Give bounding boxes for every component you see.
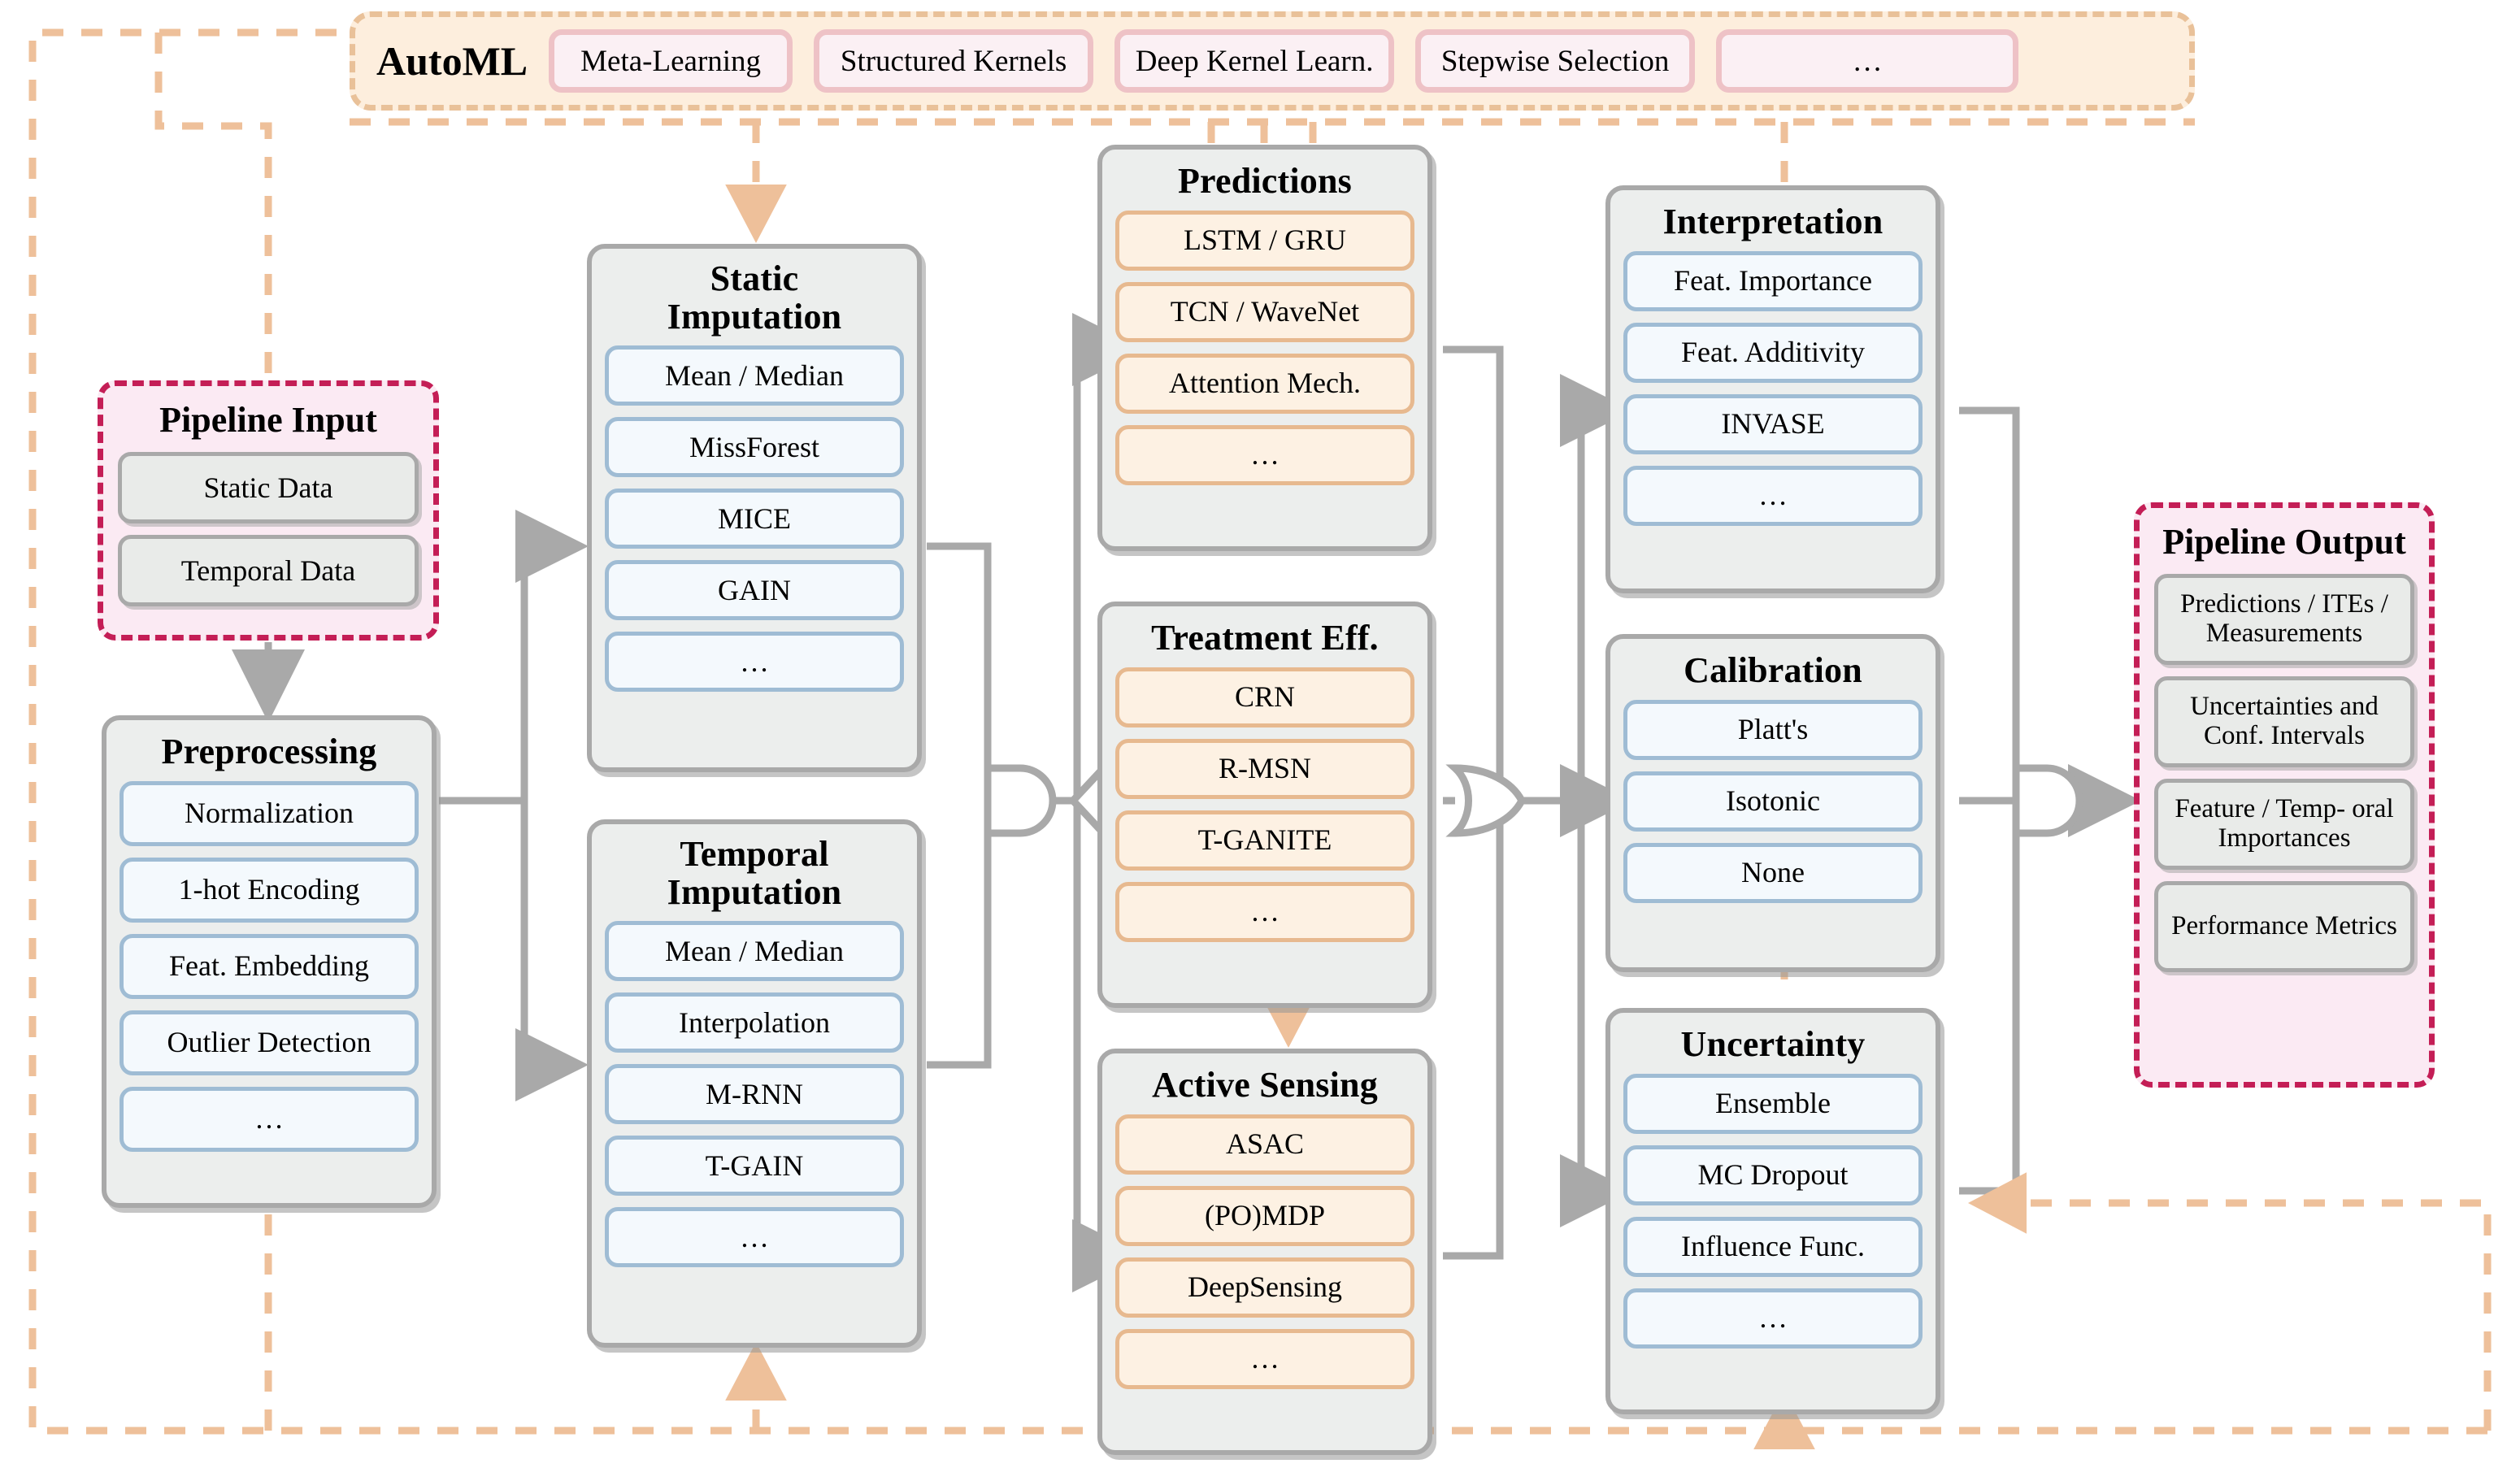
pipeline-output-item-predictions-ites[interactable]: Predictions / ITEs / Measurements xyxy=(2154,574,2414,665)
active-sensing-item-po-mdp[interactable]: (PO)MDP xyxy=(1115,1185,1414,1246)
interpretation-item-invase[interactable]: INVASE xyxy=(1623,393,1923,454)
interpretation-item-more[interactable]: … xyxy=(1623,465,1923,526)
temporal-imputation-item-m-rnn[interactable]: M-RNN xyxy=(605,1064,904,1125)
static-imputation-item-mice[interactable]: MICE xyxy=(605,489,904,549)
predictions-box: Predictions LSTM / GRU TCN / WaveNet Att… xyxy=(1097,145,1432,551)
static-imputation-title-line1: Static xyxy=(710,258,799,298)
active-sensing-item-more[interactable]: … xyxy=(1115,1328,1414,1389)
static-imputation-item-more[interactable]: … xyxy=(605,632,904,693)
temporal-imputation-item-t-gain[interactable]: T-GAIN xyxy=(605,1136,904,1197)
calibration-item-isotonic[interactable]: Isotonic xyxy=(1623,771,1923,832)
uncertainty-item-influence-func[interactable]: Influence Func. xyxy=(1623,1216,1923,1277)
temporal-imputation-item-interpolation[interactable]: Interpolation xyxy=(605,992,904,1053)
calibration-item-none[interactable]: None xyxy=(1623,842,1923,903)
static-imputation-box: Static Imputation Mean / Median MissFore… xyxy=(587,244,922,772)
static-imputation-item-missforest[interactable]: MissForest xyxy=(605,417,904,478)
treatment-effects-item-more[interactable]: … xyxy=(1115,881,1414,942)
uncertainty-box: Uncertainty Ensemble MC Dropout Influenc… xyxy=(1605,1008,1940,1414)
temporal-imputation-item-more[interactable]: … xyxy=(605,1207,904,1268)
preprocessing-item-more[interactable]: … xyxy=(119,1086,419,1152)
preprocessing-box: Preprocessing Normalization 1-hot Encodi… xyxy=(102,715,437,1208)
temporal-imputation-item-mean-median[interactable]: Mean / Median xyxy=(605,921,904,982)
interpretation-title: Interpretation xyxy=(1662,202,1883,241)
uncertainty-item-ensemble[interactable]: Ensemble xyxy=(1623,1073,1923,1134)
treatment-effects-title: Treatment Eff. xyxy=(1151,618,1379,658)
static-imputation-item-gain[interactable]: GAIN xyxy=(605,560,904,621)
temporal-imputation-title: Temporal Imputation xyxy=(605,834,904,912)
automl-chip-more[interactable]: … xyxy=(1716,29,2019,93)
calibration-box: Calibration Platt's Isotonic None xyxy=(1605,634,1940,972)
uncertainty-item-mc-dropout[interactable]: MC Dropout xyxy=(1623,1144,1923,1205)
preprocessing-item-normalization[interactable]: Normalization xyxy=(119,780,419,846)
pipeline-input-item-static-data[interactable]: Static Data xyxy=(118,452,419,523)
and-gate-output xyxy=(2012,764,2083,837)
calibration-title: Calibration xyxy=(1684,650,1862,690)
treatment-effects-item-t-ganite[interactable]: T-GANITE xyxy=(1115,810,1414,871)
interpretation-item-feat-additivity[interactable]: Feat. Additivity xyxy=(1623,322,1923,383)
pipeline-input-title: Pipeline Input xyxy=(159,400,377,440)
temporal-imputation-box: Temporal Imputation Mean / Median Interp… xyxy=(587,819,922,1348)
pipeline-output-item-performance[interactable]: Performance Metrics xyxy=(2154,881,2414,972)
active-sensing-item-asac[interactable]: ASAC xyxy=(1115,1114,1414,1175)
treatment-effects-item-r-msn[interactable]: R-MSN xyxy=(1115,738,1414,799)
pipeline-output-item-uncertainties[interactable]: Uncertainties and Conf. Intervals xyxy=(2154,676,2414,767)
pipeline-input-box: Pipeline Input Static Data Temporal Data xyxy=(98,380,439,641)
predictions-item-tcn-wavenet[interactable]: TCN / WaveNet xyxy=(1115,281,1414,342)
predictions-title: Predictions xyxy=(1177,161,1353,201)
pipeline-output-item-importances[interactable]: Feature / Temp- oral Importances xyxy=(2154,779,2414,870)
predictions-item-more[interactable]: … xyxy=(1115,424,1414,485)
static-imputation-title-line2: Imputation xyxy=(667,296,842,337)
active-sensing-item-deepsensing[interactable]: DeepSensing xyxy=(1115,1257,1414,1318)
pipeline-output-box: Pipeline Output Predictions / ITEs / Mea… xyxy=(2134,502,2435,1088)
pipeline-output-title: Pipeline Output xyxy=(2162,522,2406,562)
interpretation-item-feat-importance[interactable]: Feat. Importance xyxy=(1623,250,1923,311)
static-imputation-title: Static Imputation xyxy=(605,258,904,337)
preprocessing-item-feat-embedding[interactable]: Feat. Embedding xyxy=(119,933,419,999)
preprocessing-title: Preprocessing xyxy=(161,732,377,771)
active-sensing-title: Active Sensing xyxy=(1152,1065,1378,1105)
preprocessing-item-1-hot-encoding[interactable]: 1-hot Encoding xyxy=(119,857,419,923)
preprocessing-item-outlier-detection[interactable]: Outlier Detection xyxy=(119,1010,419,1075)
and-gate-imputation xyxy=(984,764,1057,837)
temporal-imputation-title-line2: Imputation xyxy=(667,871,842,912)
treatment-effects-box: Treatment Eff. CRN R-MSN T-GANITE … xyxy=(1097,602,1432,1008)
active-sensing-box: Active Sensing ASAC (PO)MDP DeepSensing … xyxy=(1097,1049,1432,1455)
calibration-item-platts[interactable]: Platt's xyxy=(1623,699,1923,760)
pipeline-input-item-temporal-data[interactable]: Temporal Data xyxy=(118,535,419,606)
automl-chip-meta-learning[interactable]: Meta-Learning xyxy=(549,29,793,93)
treatment-effects-item-crn[interactable]: CRN xyxy=(1115,667,1414,727)
uncertainty-title: Uncertainty xyxy=(1680,1024,1866,1064)
automl-chip-deep-kernel-learn[interactable]: Deep Kernel Learn. xyxy=(1114,29,1395,93)
automl-title: AutoML xyxy=(376,38,528,84)
predictions-item-attention-mech[interactable]: Attention Mech. xyxy=(1115,353,1414,414)
automl-chip-structured-kernels[interactable]: Structured Kernels xyxy=(814,29,1094,93)
interpretation-box: Interpretation Feat. Importance Feat. Ad… xyxy=(1605,185,1940,593)
automl-banner: AutoML Meta-Learning Structured Kernels … xyxy=(350,11,2195,111)
static-imputation-item-mean-median[interactable]: Mean / Median xyxy=(605,345,904,406)
temporal-imputation-title-line1: Temporal xyxy=(680,834,829,874)
predictions-item-lstm-gru[interactable]: LSTM / GRU xyxy=(1115,210,1414,271)
uncertainty-item-more[interactable]: … xyxy=(1623,1288,1923,1349)
automl-chip-stepwise-selection[interactable]: Stepwise Selection xyxy=(1415,29,1696,93)
or-gate-middle xyxy=(1445,764,1527,837)
